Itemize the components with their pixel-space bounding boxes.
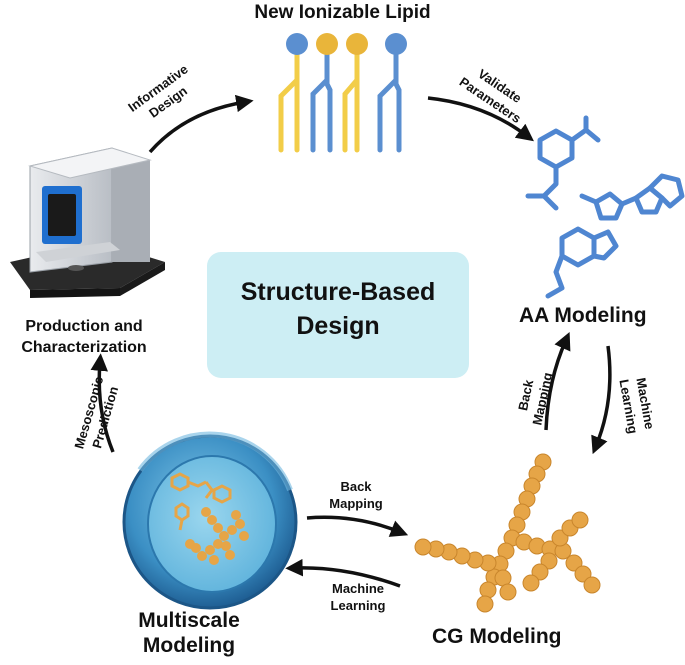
edge-label-back-mapping-bottom: Back Mapping	[306, 478, 406, 512]
bm-bottom-line2: Mapping	[329, 496, 383, 511]
multiscale-line2: Modeling	[142, 634, 236, 657]
edge-label-machine-learning-bottom: Machine Learning	[308, 580, 408, 614]
lipid-icon	[278, 33, 407, 153]
arrow-machine-learning-bottom	[285, 558, 401, 588]
ml-bottom-line1: Machine	[331, 581, 384, 596]
arrow-mesoscopic-prediction	[90, 353, 115, 453]
multiscale-modeling-label: Multiscale Modeling	[118, 608, 260, 658]
page-title: New Ionizable Lipid	[254, 2, 431, 23]
production-characterization-label: Production and Characterization	[0, 316, 168, 358]
production-line1: Production and	[25, 318, 143, 335]
center-title-line1: Structure-Based	[240, 278, 436, 306]
cg-polymer-icon	[414, 453, 601, 613]
center-title: Structure-Based Design	[207, 275, 469, 343]
flow-arrows	[90, 94, 612, 588]
arrow-back-mapping-bottom	[306, 515, 409, 537]
bm-bottom-line1: Back	[340, 479, 372, 494]
production-line2: Characterization	[21, 339, 147, 356]
multiscale-line1: Multiscale	[138, 609, 240, 632]
center-title-line2: Design	[296, 312, 380, 340]
arrow-machine-learning-right	[591, 345, 612, 455]
arrow-back-mapping-right	[544, 332, 571, 431]
center-box	[207, 252, 469, 378]
cg-modeling-label: CG Modeling	[432, 625, 562, 648]
aa-modeling-label: AA Modeling	[519, 304, 647, 327]
molecule-icon	[525, 115, 685, 299]
instrument-icon	[10, 147, 165, 298]
ml-bottom-line2: Learning	[330, 598, 386, 613]
membrane-sphere-icon	[122, 431, 298, 610]
arrow-validate-parameters	[427, 96, 534, 142]
arrow-informative-design	[148, 94, 254, 154]
